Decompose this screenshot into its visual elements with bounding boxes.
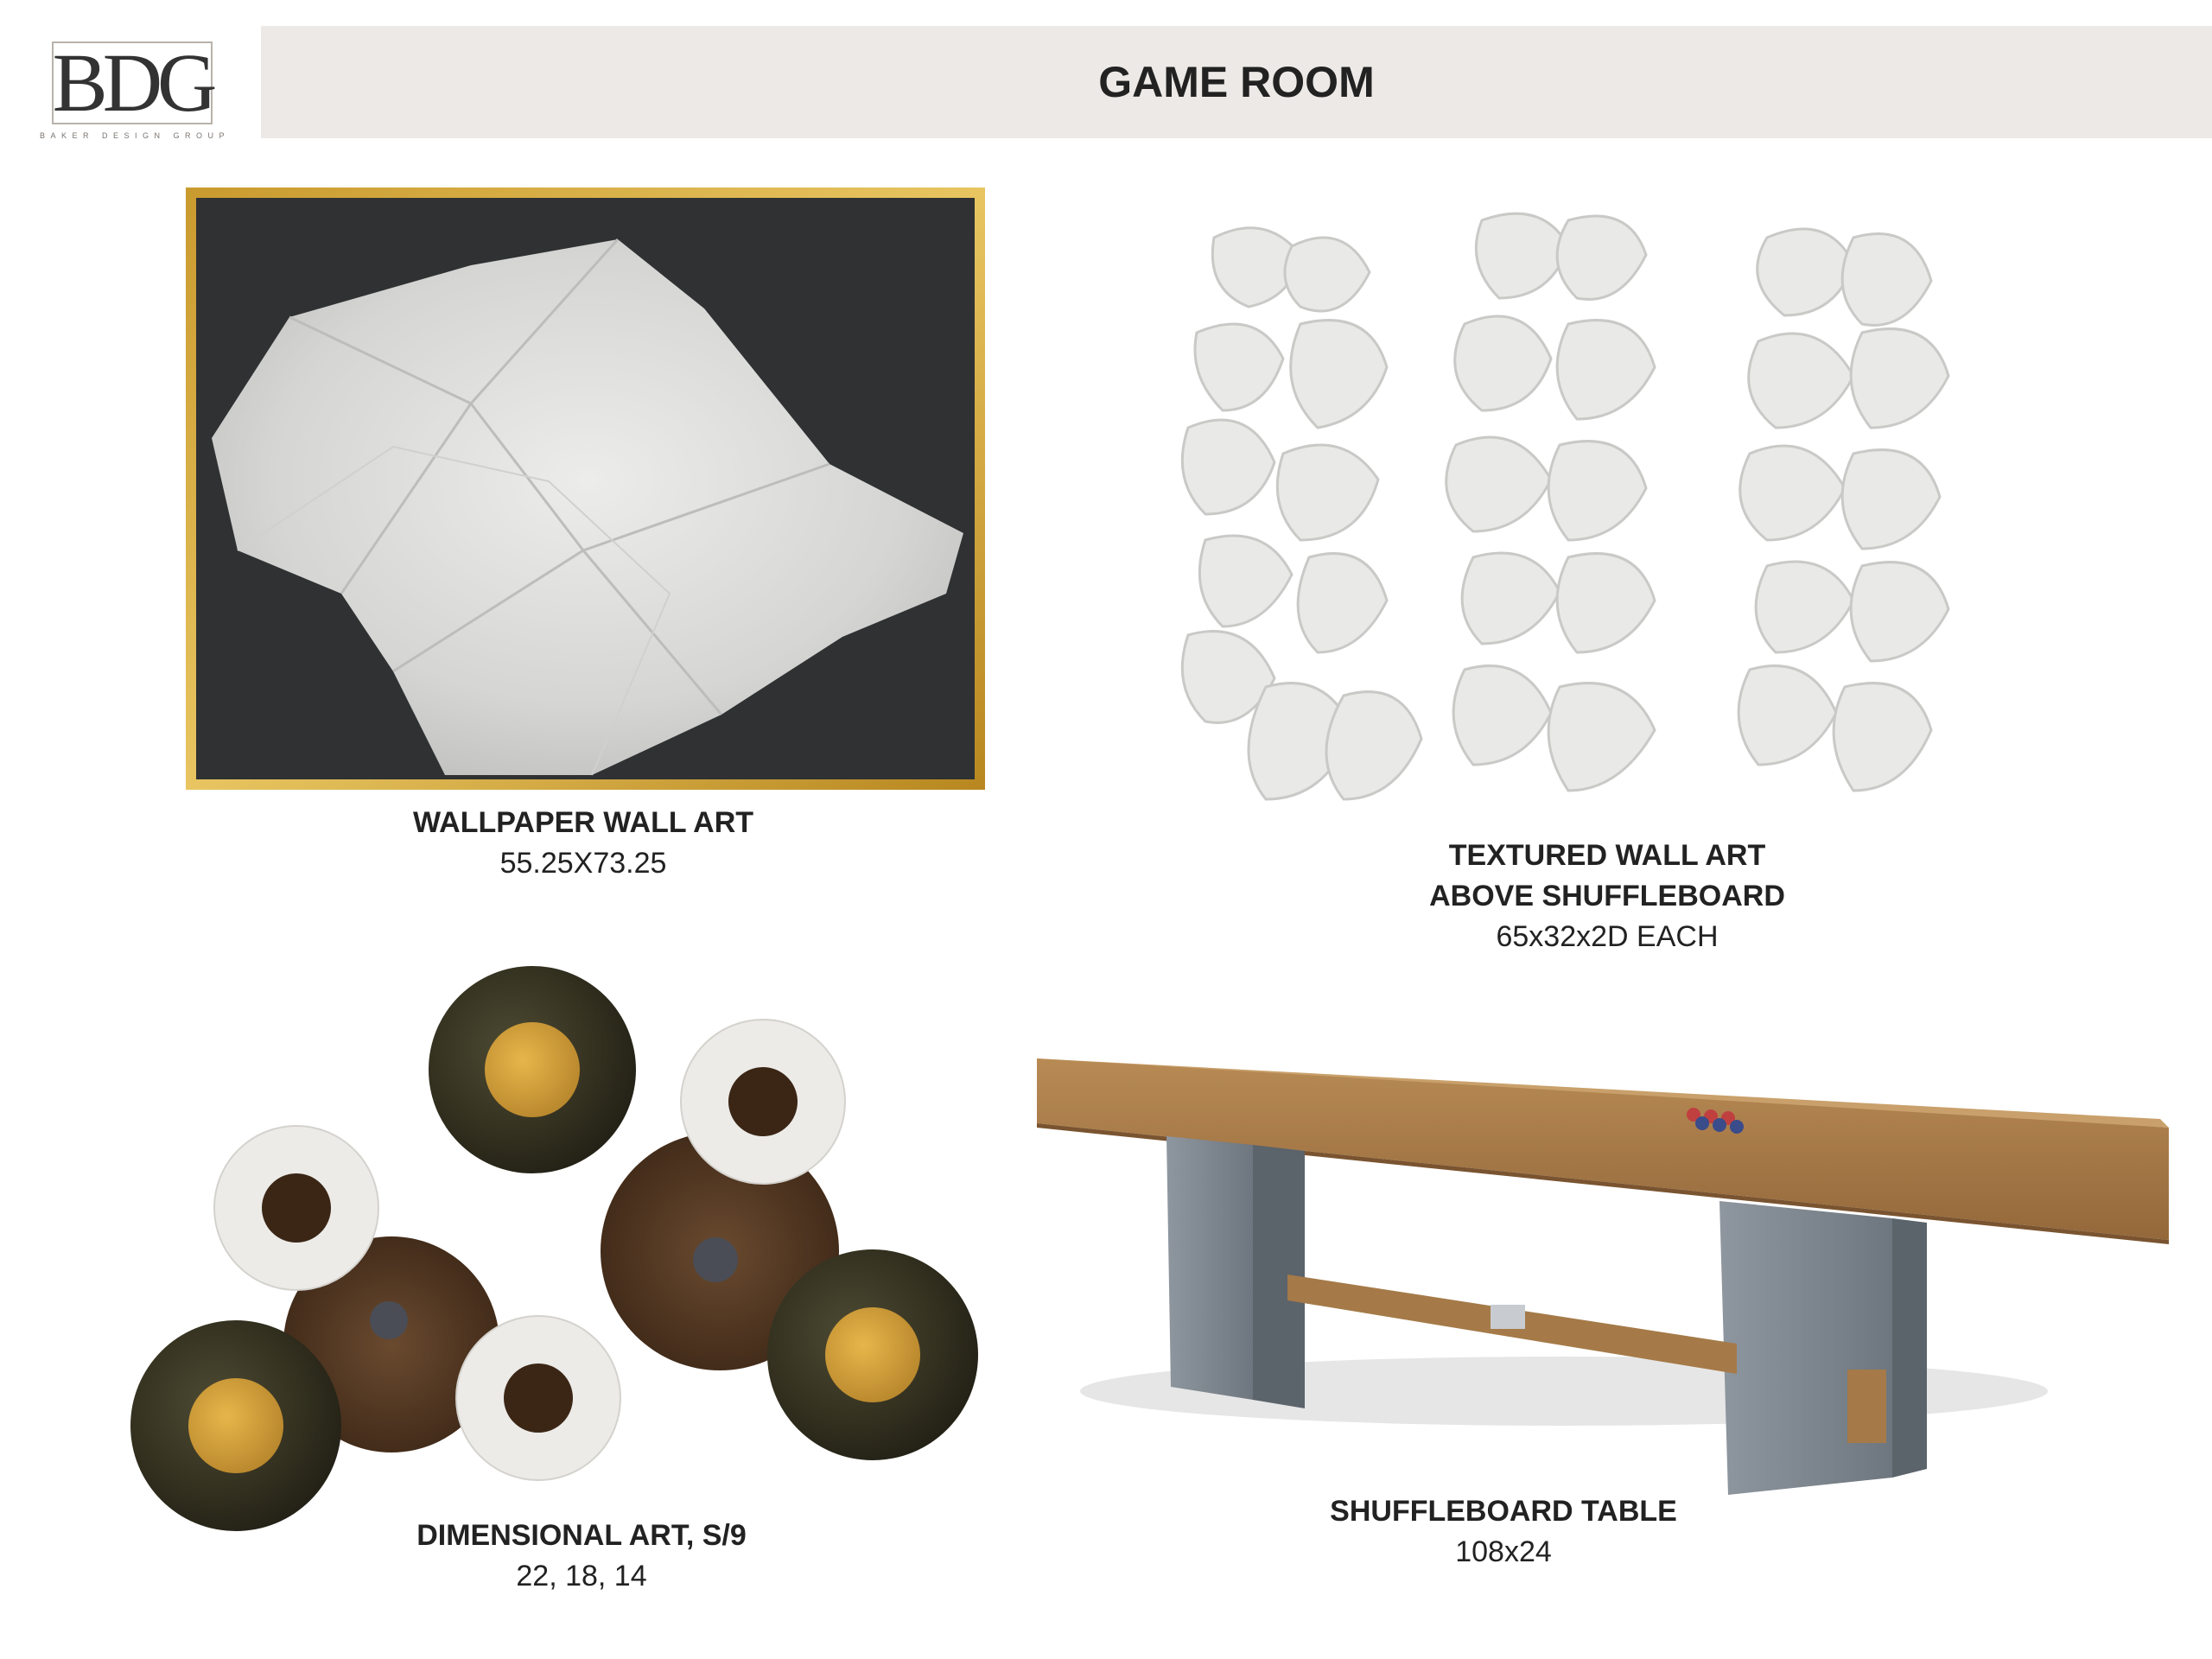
logo-mark: BDG <box>52 36 218 129</box>
shuffleboard-table-caption: SHUFFLEBOARD TABLE 108x24 <box>1279 1491 1728 1573</box>
dimensional-art-caption: DIMENSIONAL ART, S/9 22, 18, 14 <box>357 1516 806 1597</box>
caption-size: 65x32x2D EACH <box>1496 920 1719 953</box>
caption-title: SHUFFLEBOARD TABLE <box>1330 1495 1677 1528</box>
header-band <box>261 26 2212 138</box>
logo-tagline: BAKER DESIGN GROUP <box>39 131 231 140</box>
logo-frame <box>52 41 213 124</box>
caption-title: WALLPAPER WALL ART <box>412 806 754 839</box>
textured-wall-art-caption: TEXTURED WALL ART ABOVE SHUFFLEBOARD 65x… <box>1374 836 1840 957</box>
caption-title: DIMENSIONAL ART, S/9 <box>416 1519 747 1552</box>
wallpaper-wall-art-image <box>186 188 985 790</box>
caption-title-line1: TEXTURED WALL ART <box>1448 839 1766 872</box>
dimensional-art-image <box>130 966 978 1531</box>
caption-size: 108x24 <box>1455 1535 1552 1568</box>
caption-size: 55.25X73.25 <box>499 847 667 880</box>
page-title: GAME ROOM <box>1098 58 1375 106</box>
shuffleboard-table-image <box>1037 1058 2169 1495</box>
caption-title-line2: ABOVE SHUFFLEBOARD <box>1429 880 1785 912</box>
caption-size: 22, 18, 14 <box>516 1560 647 1592</box>
wallpaper-wall-art-caption: WALLPAPER WALL ART 55.25X73.25 <box>359 803 808 884</box>
textured-wall-art-image <box>1180 212 1950 801</box>
